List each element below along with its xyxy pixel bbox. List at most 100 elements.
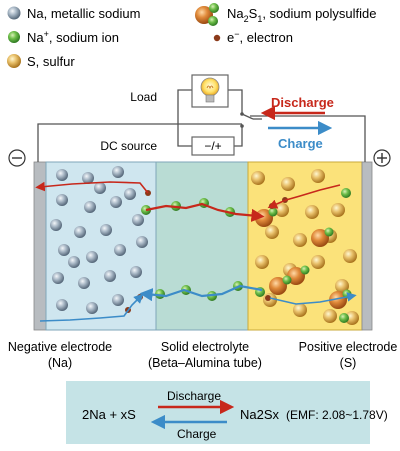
dc-wire-left xyxy=(177,104,192,147)
equation-box xyxy=(66,381,370,444)
sodium-ion-particle xyxy=(339,313,349,323)
solid-electrolyte-label: Solid electrolyte xyxy=(161,340,249,354)
charge-flow xyxy=(39,284,357,322)
legend-item-sodium-ion: Na+, sodium ion xyxy=(8,29,119,45)
dc-source-box xyxy=(191,136,235,156)
metallic-sodium-particle xyxy=(114,244,126,256)
electron-particle xyxy=(265,295,271,301)
metallic-sodium-particle xyxy=(100,224,112,236)
discharge-electron-path xyxy=(35,181,149,194)
load-wire-right xyxy=(228,89,243,114)
sulfur-particle xyxy=(335,279,349,293)
sulfur-particle xyxy=(293,233,307,247)
positive-electrode-label: Positive electrode xyxy=(299,340,398,354)
sulfur-particle xyxy=(251,171,265,185)
metallic-sodium-particle xyxy=(58,244,70,256)
sulfur-particle xyxy=(345,311,359,325)
metallic-sodium-particle xyxy=(124,188,136,200)
metallic-sodium-particle xyxy=(112,294,124,306)
metallic-sodium-particle xyxy=(104,270,116,282)
equation-product: Na2Sx xyxy=(240,407,280,422)
discharge-label: Discharge xyxy=(271,95,334,110)
polysulfide-sodium-ion xyxy=(324,227,334,237)
positive-electrode-sublabel: (S) xyxy=(340,356,357,370)
metallic-sodium-particle xyxy=(94,182,106,194)
metallic-sodium-particle xyxy=(130,266,142,278)
metallic-sodium-particle xyxy=(68,256,80,268)
legend-label-sulfur: S, sulfur xyxy=(27,54,75,69)
region-labels: Negative electrode (Na) Solid electrolyt… xyxy=(8,340,397,370)
legend-item-metallic-sodium: Na, metallic sodium xyxy=(7,6,140,21)
dc-wire-right xyxy=(234,126,243,147)
metallic-sodium-icon xyxy=(7,6,21,20)
sodium-ion-particle xyxy=(341,188,351,198)
metallic-sodium-particle xyxy=(110,196,122,208)
metallic-sodium-particle xyxy=(86,251,98,263)
metallic-sodium-particle xyxy=(84,201,96,213)
metallic-sodium-particle xyxy=(82,172,94,184)
metallic-sodium-particle xyxy=(112,166,124,178)
charge-ion-path xyxy=(139,284,263,302)
sulfur-particle xyxy=(293,303,307,317)
sulfur-particle xyxy=(305,205,319,219)
sulfur-particle xyxy=(311,169,325,183)
sodium-polysulfide-particle xyxy=(329,291,347,309)
legend-label-sodium-ion: Na+, sodium ion xyxy=(27,29,119,45)
circuit-wire-left xyxy=(37,123,242,158)
dc-source-symbol: −/+ xyxy=(204,139,221,153)
legend-label-sodium-polysulfide: Na2S1, sodium polysulfide xyxy=(227,6,377,24)
legend-item-electron: e−, electron xyxy=(213,29,293,45)
sulfur-particle xyxy=(275,203,289,217)
negative-electrode-sublabel: (Na) xyxy=(48,356,72,370)
metallic-sodium-particle xyxy=(132,214,144,226)
metallic-sodium-particle xyxy=(52,272,64,284)
circuit-wire-right xyxy=(250,115,366,158)
discharge-flow xyxy=(35,181,341,222)
sulfur-particle xyxy=(323,309,337,323)
electron-icon xyxy=(213,34,221,42)
sulfur-icon xyxy=(7,54,21,68)
sodium-polysulfide-particle xyxy=(287,267,305,285)
sodium-ion-icon xyxy=(8,31,20,43)
legend-item-sulfur: S, sulfur xyxy=(7,54,75,69)
discharge-ion-path xyxy=(145,202,265,222)
polysulfide-sodium-ion xyxy=(282,275,292,285)
dc-source-label: DC source xyxy=(100,139,157,153)
equation-charge-label: Charge xyxy=(177,427,217,441)
metallic-sodium-particle xyxy=(56,169,68,181)
load-label: Load xyxy=(130,90,157,104)
sodium-polysulfide-particle xyxy=(311,229,329,247)
switch-contact-bottom xyxy=(240,124,244,128)
positive-current-collector xyxy=(361,161,373,331)
polysulfide-sodium-ion xyxy=(300,265,310,275)
legend-item-sodium-polysulfide: Na2S1, sodium polysulfide xyxy=(195,3,377,26)
sulfur-particle xyxy=(331,203,345,217)
equation-reactants: 2Na + xS xyxy=(82,407,136,422)
metallic-sodium-particle xyxy=(50,219,62,231)
negative-terminal xyxy=(8,149,26,167)
positive-terminal xyxy=(373,149,391,167)
polysulfide-ion-part xyxy=(209,3,219,13)
sulfur-particle xyxy=(311,255,325,269)
legend-label-metallic-sodium: Na, metallic sodium xyxy=(27,6,140,21)
charge-label: Charge xyxy=(278,136,323,151)
metallic-sodium-particle xyxy=(86,302,98,314)
metallic-sodium-particle xyxy=(56,299,68,311)
load-wire-left xyxy=(177,89,192,104)
charge-electron-path xyxy=(39,293,144,322)
metallic-sodium-particle xyxy=(78,277,90,289)
negative-electrode-label: Negative electrode xyxy=(8,340,112,354)
polysulfide-ion-part xyxy=(208,16,218,26)
switch-lever[interactable] xyxy=(241,113,254,120)
polysulfide-sodium-ion xyxy=(268,207,278,217)
external-circuit: Load −/+ DC source Discharge Charge xyxy=(8,74,391,167)
equation-discharge-label: Discharge xyxy=(167,389,221,403)
charge-electron-outflow xyxy=(269,292,357,305)
sodium-polysulfide-particle xyxy=(269,277,287,295)
reaction-equation: 2Na + xS Discharge Charge Na2Sx (EMF: 2.… xyxy=(66,381,388,444)
legend: Na, metallic sodium Na+, sodium ion S, s… xyxy=(7,3,377,69)
metallic-sodium-particle xyxy=(74,226,86,238)
solid-electrolyte-region xyxy=(155,161,249,331)
sulfur-particle xyxy=(255,255,269,269)
